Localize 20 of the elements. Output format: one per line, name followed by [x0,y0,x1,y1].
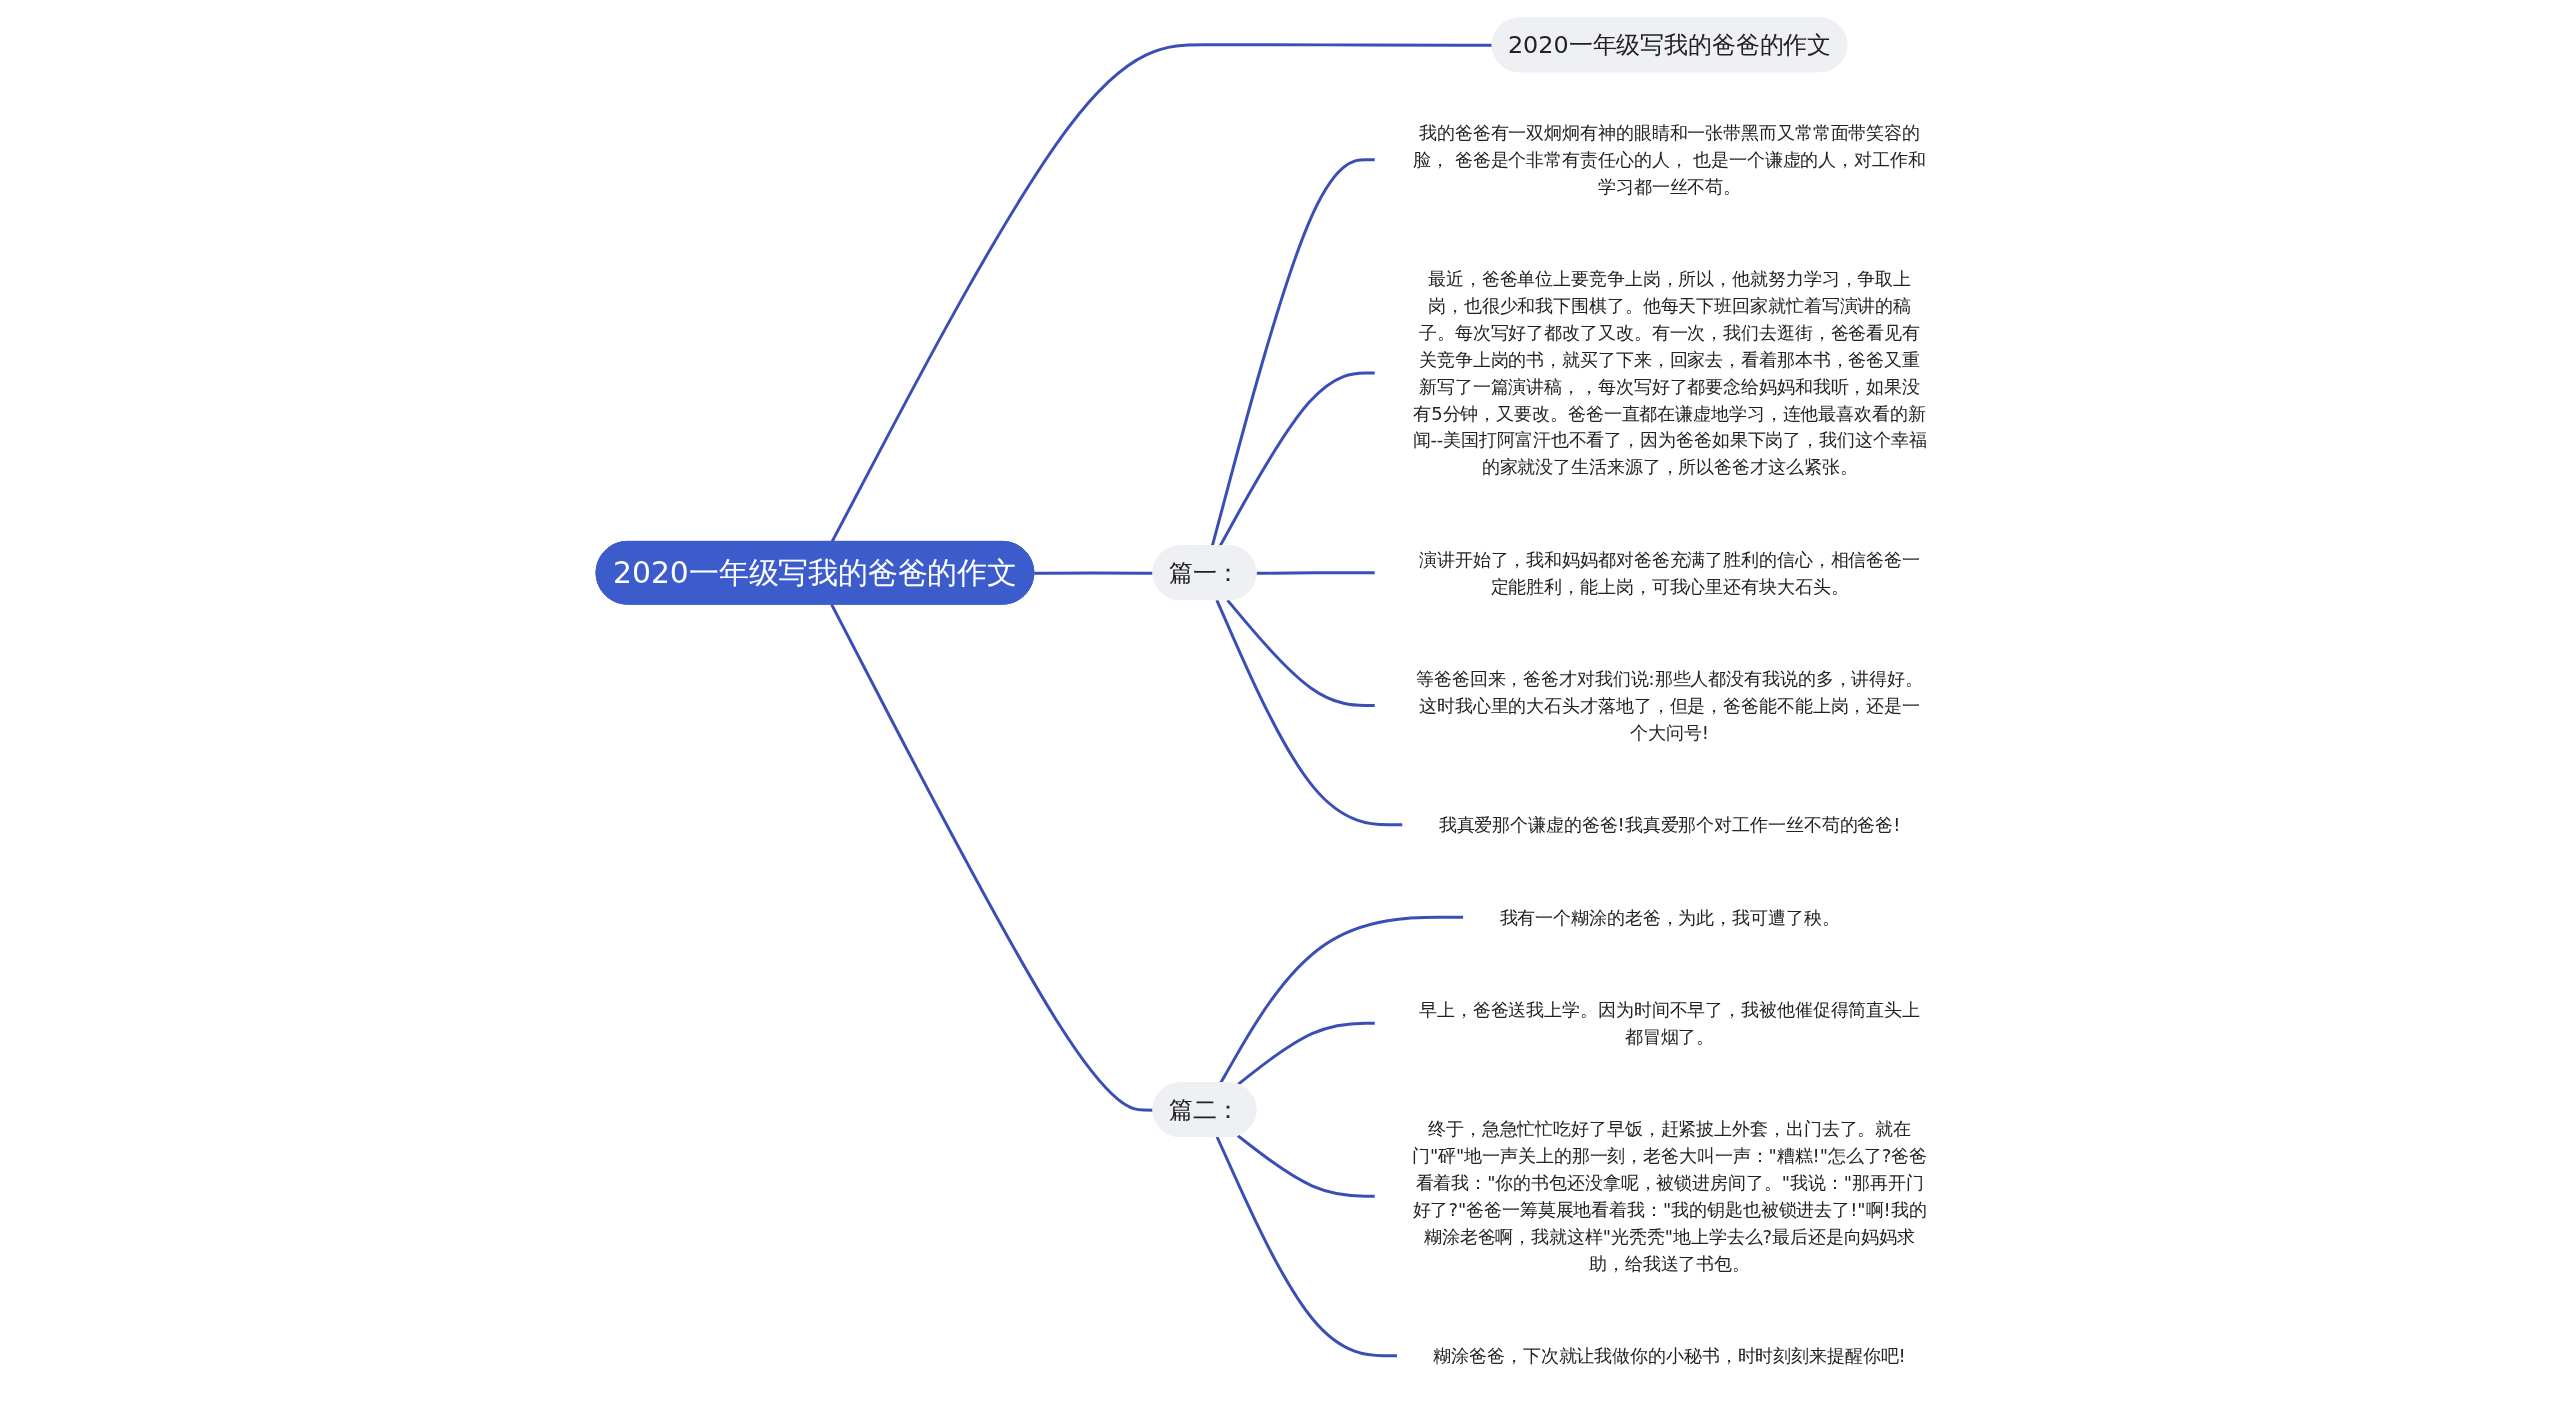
node-text: 糊涂爸爸，下次就让我做你的小秘书，时时刻刻来提醒你吧! [1433,1345,1906,1367]
connector [1236,1021,1376,1086]
node-text: 我有一个糊涂的老爸，为此，我可遭了秧。 [1499,906,1840,928]
connector [1215,599,1403,827]
node-text: 终于，急急忙忙吃好了早饭，赶紧披上外套，出门去了。就在门"砰"地一声关上的那一刻，老爸大叫一声："糟糕!"怎么了?爸爸看着我："你的书包还没拿呢，被锁进房间了。"我说："那再开门好了?"爸爸一筹莫展地看着我："我的钥匙也被锁进去了!"啊!我的糊涂老爸啊，我就这样"光秃秃"地上学去么?最后还是向妈妈求助，给我送了书包。 [1412,1118,1927,1274]
node-text: 早上，爸爸送我上学。因为时间不早了，我被他催促得简直头上都冒烟了。 [1418,999,1921,1048]
node-text: 我真爱那个谦虚的爸爸!我真爱那个对工作一丝不苟的爸爸! [1438,814,1901,836]
node-text: 等爸爸回来，爸爸才对我们说:那些人都没有我说的多，讲得好。这时我心里的大石头才落地了，但是，爸爸能不能上岗，还是一个大问号! [1415,668,1924,743]
connector [830,603,1154,1112]
connector [830,43,1493,543]
node-text: 最近，爸爸单位上要竞争上岗，所以，他就努力学习，争取上岗，也很少和我下围棋了。他每天下班回家就忙着写演讲的稿子。每次写好了都改了又改。有一次，我们去逛街，爸爸看见有关竞争上岗的书，就买了下来，回家去，看着那本书，爸爸又重新写了一篇演讲稿，，每次写好了都要念给妈妈和我听，如果没有5分钟，又要改。爸爸一直都在谦虚地学习，连他最喜欢看的新闻--美国打阿富汗也不看了，因为爸爸如果下岗了，我们这个幸福的家就没了生活来源了，所以爸爸才这么紧张。 [1412,268,1927,478]
connector [1226,599,1376,707]
connector [1219,915,1464,1085]
connector [1256,571,1376,575]
connector [1210,158,1376,547]
connector [1034,571,1154,575]
node-text: 演讲开始了，我和妈妈都对爸爸充满了胜利的信心，相信爸爸一定能胜利，能上岗，可我心里还有块大石头。 [1418,548,1921,597]
connector [1215,1136,1398,1358]
node-text: 我的爸爸有一双炯炯有神的眼睛和一张带黑而又常常面带笑容的脸， 爸爸是个非常有责任心的人， 也是一个谦虚的人，对工作和学习都一丝不苟。 [1413,122,1926,197]
connector [1236,1134,1376,1198]
